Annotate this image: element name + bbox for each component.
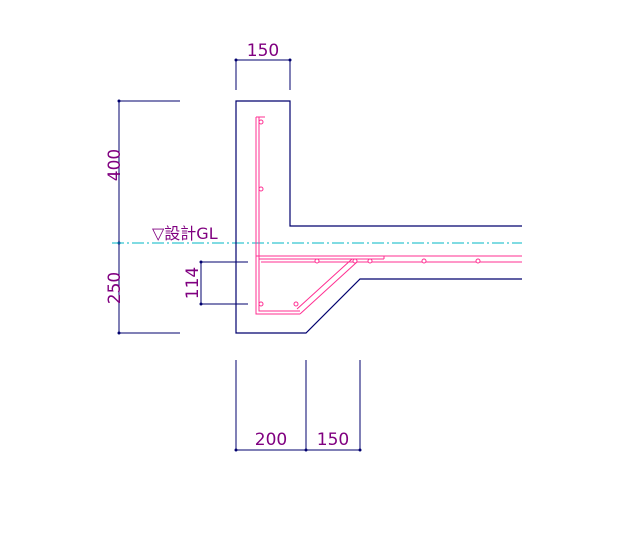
rebar-vertical-outer bbox=[255, 117, 300, 315]
ground-level-label: ▽設計GL bbox=[152, 224, 218, 243]
rebar-vertical-inner bbox=[258, 117, 300, 312]
rebar-haunch-outer bbox=[299, 261, 358, 315]
dim-label-114: 114 bbox=[183, 267, 203, 299]
dimension-ticks bbox=[117, 58, 362, 452]
rebar-dot bbox=[421, 258, 427, 264]
rebar-bars bbox=[258, 119, 481, 307]
rebar-dot bbox=[314, 258, 320, 264]
rebar-dot bbox=[258, 301, 264, 307]
rebar-dot bbox=[352, 258, 358, 264]
dimension-lines bbox=[118, 59, 361, 451]
dimension-labels: 150 400 250 114 200 150 bbox=[105, 41, 349, 450]
dim-label-150-bottom: 150 bbox=[317, 430, 349, 450]
rebar-dot bbox=[293, 301, 299, 307]
rebar-haunch-inner bbox=[296, 258, 353, 310]
rebar-dot bbox=[475, 258, 481, 264]
dim-label-400: 400 bbox=[105, 149, 125, 181]
dim-label-250: 250 bbox=[105, 272, 125, 304]
concrete-outline bbox=[235, 100, 522, 334]
foundation-outline bbox=[235, 100, 522, 334]
rebar bbox=[255, 116, 522, 315]
rebar-dot bbox=[258, 119, 264, 125]
rebar-dot bbox=[367, 258, 373, 264]
rebar-dot bbox=[258, 186, 264, 192]
dim-label-200: 200 bbox=[255, 430, 287, 450]
dim-label-top: 150 bbox=[247, 41, 279, 61]
